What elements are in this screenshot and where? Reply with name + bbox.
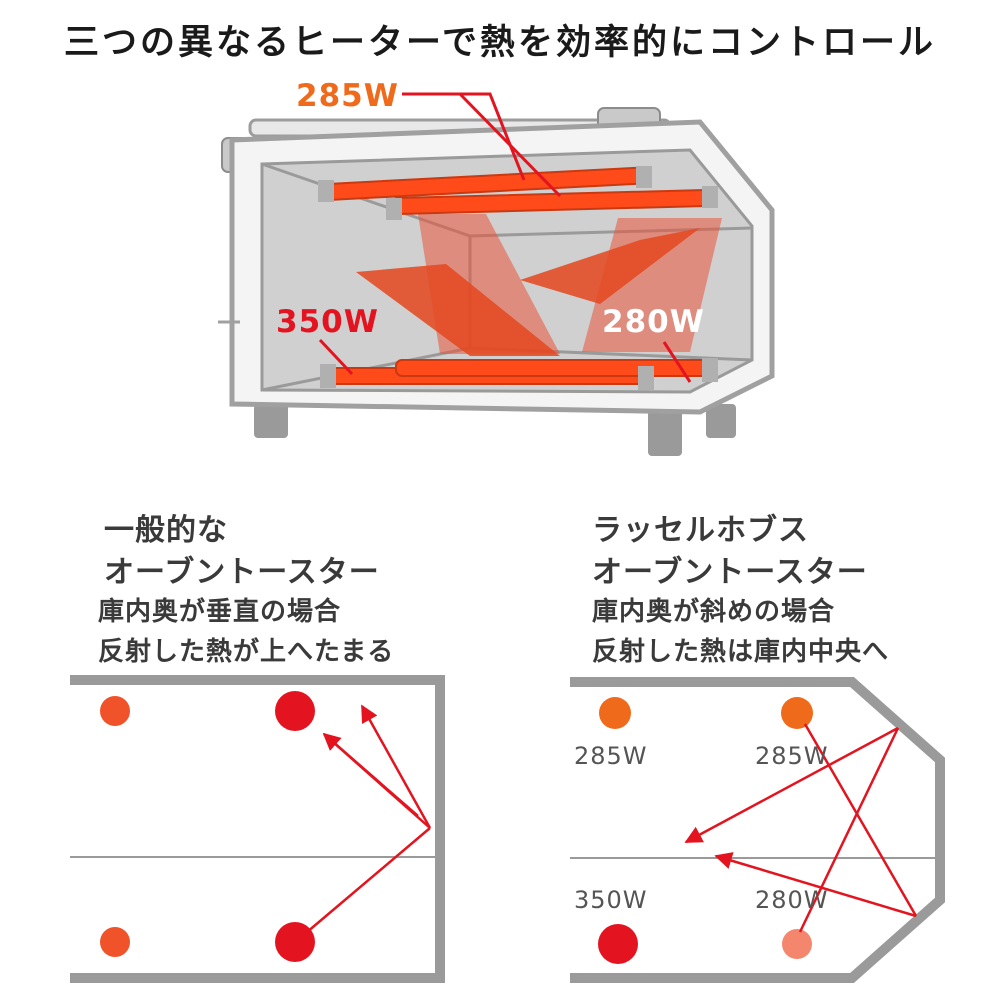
heater-clip-2 [636,166,652,188]
right-label-bottom-left: 350W [574,886,648,914]
left-box-outline [70,675,445,983]
right-sub-line1: 庫内奥が斜めの場合 [592,597,836,627]
right-heater-bottom-left [598,924,638,964]
left-sub-line1: 庫内奥が垂直の場合 [98,597,342,627]
left-heater-bottom-right [275,922,315,962]
left-ray-out-1 [360,704,432,829]
heater-clip-5 [320,364,336,388]
foot-right [648,410,682,456]
heater-label-350: 350W [276,304,379,340]
heat-arrow-right [520,228,700,304]
left-ray-back [323,733,419,817]
right-box-outline [570,677,945,983]
left-panel-title: 一般的な オーブントースター [104,510,380,594]
left-heater-bottom-left [100,927,130,957]
heater-clip-1 [318,180,334,202]
foot-back [706,404,736,438]
heat-arrow-left [356,264,560,356]
right-label-top-left: 285W [574,742,648,770]
left-heater-top-right [275,691,315,731]
left-sub-line2: 反射した熱が上へたまる [98,637,395,667]
right-ray-in-2 [798,727,900,933]
comparison-diagrams [0,660,1000,1000]
right-panel-title: ラッセルホブス オーブントースター [592,510,868,594]
right-ray-out-2 [684,726,899,844]
right-label-top-right: 285W [755,742,829,770]
right-label-bottom-right: 280W [755,886,829,914]
right-heater-top-right [781,697,813,729]
right-title-line1: ラッセルホブス [592,513,809,548]
right-panel-subtitle: 庫内奥が斜めの場合 反射した熱は庫内中央へ [592,592,889,672]
heater-label-280: 280W [602,304,705,340]
heater-clip-4 [702,186,718,208]
foot-left [254,404,288,438]
heater-label-285: 285W [296,78,399,114]
leader-285-a [402,92,526,181]
leader-350 [318,338,354,376]
heater-bottom-2 [395,359,713,377]
right-ray-in-1 [803,723,918,917]
left-title-line1: 一般的な [104,513,228,548]
heater-clip-7 [702,358,718,382]
oven-illustration: 285W 350W 280W [0,0,1000,480]
right-ray-out-1 [714,852,917,918]
leader-285-b [458,92,562,198]
right-heater-top-left [599,697,631,729]
diagrams-svg [70,675,945,983]
page-title: 三つの異なるヒーターで熱を効率的にコントロール [64,23,936,63]
leader-280 [662,341,692,383]
left-panel-subtitle: 庫内奥が垂直の場合 反射した熱が上へたまる [98,592,394,672]
right-heater-bottom-right [782,929,812,959]
left-heater-top-left [100,696,130,726]
left-title-line2: オーブントースター [104,555,380,590]
oven-svg [218,92,775,456]
left-ray-in [299,827,431,939]
heater-clip-3 [386,198,402,220]
right-title-line2: オーブントースター [592,555,868,590]
right-sub-line2: 反射した熱は庫内中央へ [592,637,890,667]
heater-clip-6 [638,366,654,390]
